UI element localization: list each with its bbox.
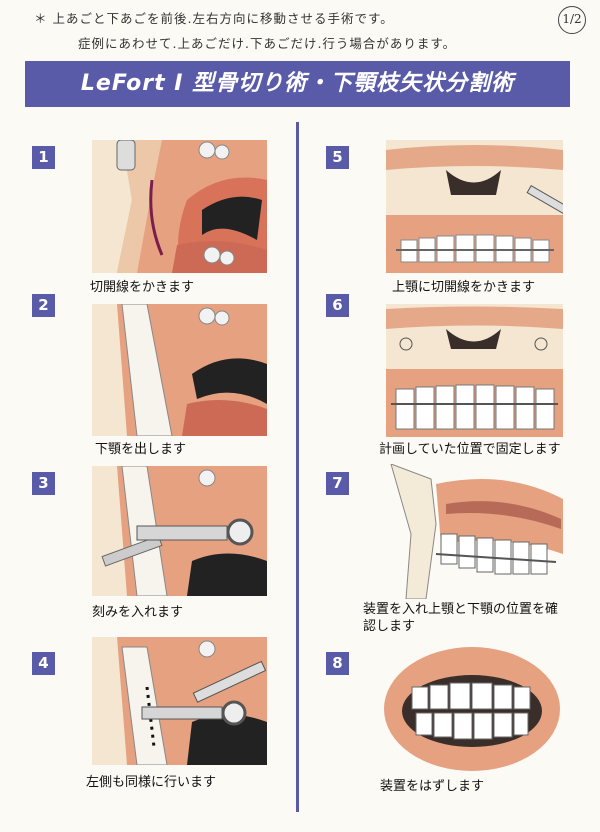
step-illustration-2	[92, 304, 267, 436]
step-number: 8	[326, 652, 349, 675]
step-illustration-7	[386, 464, 563, 599]
header-note-line-1: ＊ 上あごと下あごを前後.左右方向に移動させる手術です。	[34, 11, 394, 26]
step-number: 6	[326, 294, 349, 317]
step-number: 4	[32, 652, 55, 675]
column-divider	[296, 122, 299, 812]
step-caption: 切開線をかきます	[90, 280, 195, 295]
step-number: 7	[326, 472, 349, 495]
step-caption: 刻みを入れます	[92, 605, 184, 620]
step-caption: 装置を入れ上顎と下顎の位置を確認します	[363, 602, 559, 634]
step-caption: 装置をはずします	[380, 779, 485, 794]
step-illustration-4	[92, 637, 267, 765]
step-illustration-3	[92, 466, 267, 596]
page-number: 1/2	[558, 6, 586, 34]
header-note-line-2: 症例にあわせて.上あごだけ.下あごだけ.行う場合があります。	[78, 36, 457, 51]
step-caption: 上顎に切開線をかきます	[392, 280, 536, 295]
step-number: 3	[32, 472, 55, 495]
step-illustration-1	[92, 140, 267, 273]
step-number: 2	[32, 294, 55, 317]
step-number: 5	[326, 146, 349, 169]
step-number: 1	[32, 146, 55, 169]
step-illustration-6	[386, 304, 563, 437]
step-illustration-5	[386, 140, 563, 273]
title-banner: LeFort Ⅰ 型骨切り術・下顎枝矢状分割術	[25, 61, 570, 107]
step-caption: 下顎を出します	[95, 442, 187, 457]
step-caption: 左側も同様に行います	[86, 775, 217, 790]
step-illustration-8	[382, 645, 562, 773]
step-caption: 計画していた位置で固定します	[379, 442, 561, 457]
